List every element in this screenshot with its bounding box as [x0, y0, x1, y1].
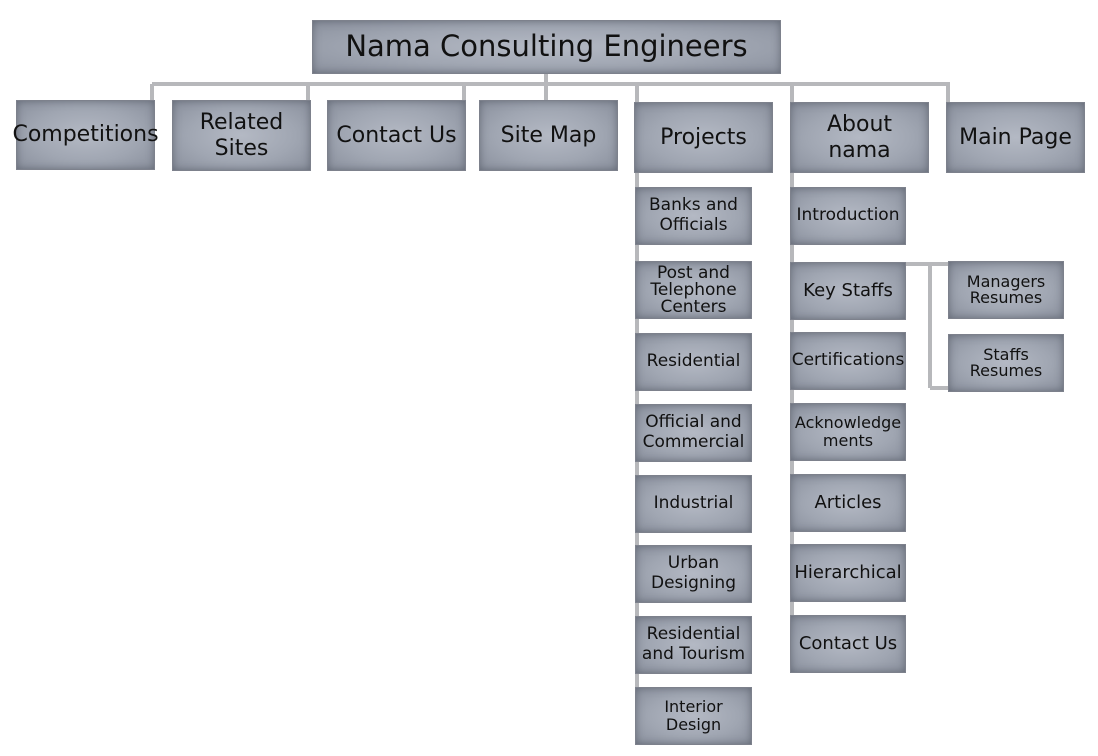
- node-label: About nama: [826, 112, 893, 163]
- node-label: Projects: [660, 124, 747, 150]
- node-site-map[interactable]: Site Map: [479, 100, 618, 171]
- node-managers-resumes[interactable]: Managers Resumes: [948, 261, 1064, 319]
- node-label: Articles: [814, 491, 882, 513]
- node-label: Main Page: [959, 124, 1072, 150]
- root-label: Nama Consulting Engineers: [345, 29, 748, 64]
- node-contact-us[interactable]: Contact Us: [327, 100, 466, 171]
- node-label: Site Map: [500, 122, 597, 148]
- node-staffs-resumes[interactable]: Staffs Resumes: [948, 334, 1064, 392]
- node-projects[interactable]: Projects: [634, 102, 773, 173]
- node-industrial[interactable]: Industrial: [635, 475, 752, 533]
- node-about-nama[interactable]: About nama: [790, 102, 929, 173]
- node-competitions[interactable]: Competitions: [12, 100, 159, 170]
- node-label: Managers Resumes: [966, 272, 1046, 307]
- node-introduction[interactable]: Introduction: [790, 187, 906, 245]
- node-label: Residential and Tourism: [641, 624, 746, 664]
- node-interior-design[interactable]: Interior Design: [635, 687, 752, 745]
- node-post-and-telephone-centers[interactable]: Post and Telephone Centers: [635, 261, 752, 319]
- node-label: Post and Telephone Centers: [650, 262, 737, 317]
- node-label: Residential: [646, 351, 741, 372]
- node-label: Introduction: [796, 205, 900, 226]
- node-contact-us-about[interactable]: Contact Us: [790, 615, 906, 673]
- node-label: Official and Commercial: [642, 412, 745, 452]
- node-residential-and-tourism[interactable]: Residential and Tourism: [635, 616, 752, 674]
- node-label: Contact Us: [798, 632, 898, 654]
- node-main-page[interactable]: Main Page: [946, 102, 1085, 173]
- node-certifications[interactable]: Certifications: [790, 332, 906, 390]
- node-label: Interior Design: [664, 696, 723, 734]
- node-articles[interactable]: Articles: [790, 474, 906, 532]
- node-residential[interactable]: Residential: [635, 333, 752, 391]
- node-label: Contact Us: [336, 122, 457, 148]
- node-label: Key Staffs: [803, 279, 893, 301]
- root-node[interactable]: Nama Consulting Engineers: [312, 20, 781, 74]
- node-urban-designing[interactable]: Urban Designing: [635, 545, 752, 603]
- node-label: Competitions: [12, 122, 159, 148]
- node-label: Related Sites: [199, 110, 284, 161]
- node-official-and-commercial[interactable]: Official and Commercial: [635, 404, 752, 462]
- node-label: Industrial: [653, 493, 734, 514]
- node-label: Urban Designing: [651, 553, 736, 593]
- node-related-sites[interactable]: Related Sites: [172, 100, 311, 171]
- node-banks-and-officials[interactable]: Banks and Officials: [635, 187, 752, 245]
- node-label: Staffs Resumes: [969, 345, 1043, 380]
- node-label: Banks and Officials: [649, 195, 738, 235]
- node-acknowledgements[interactable]: Acknowledgements: [790, 403, 906, 461]
- node-label: Certifications: [791, 350, 905, 371]
- node-hierarchical[interactable]: Hierarchical: [790, 544, 906, 602]
- node-key-staffs[interactable]: Key Staffs: [790, 262, 906, 320]
- node-label: Hierarchical: [794, 561, 902, 583]
- node-label: Acknowledgements: [794, 412, 902, 450]
